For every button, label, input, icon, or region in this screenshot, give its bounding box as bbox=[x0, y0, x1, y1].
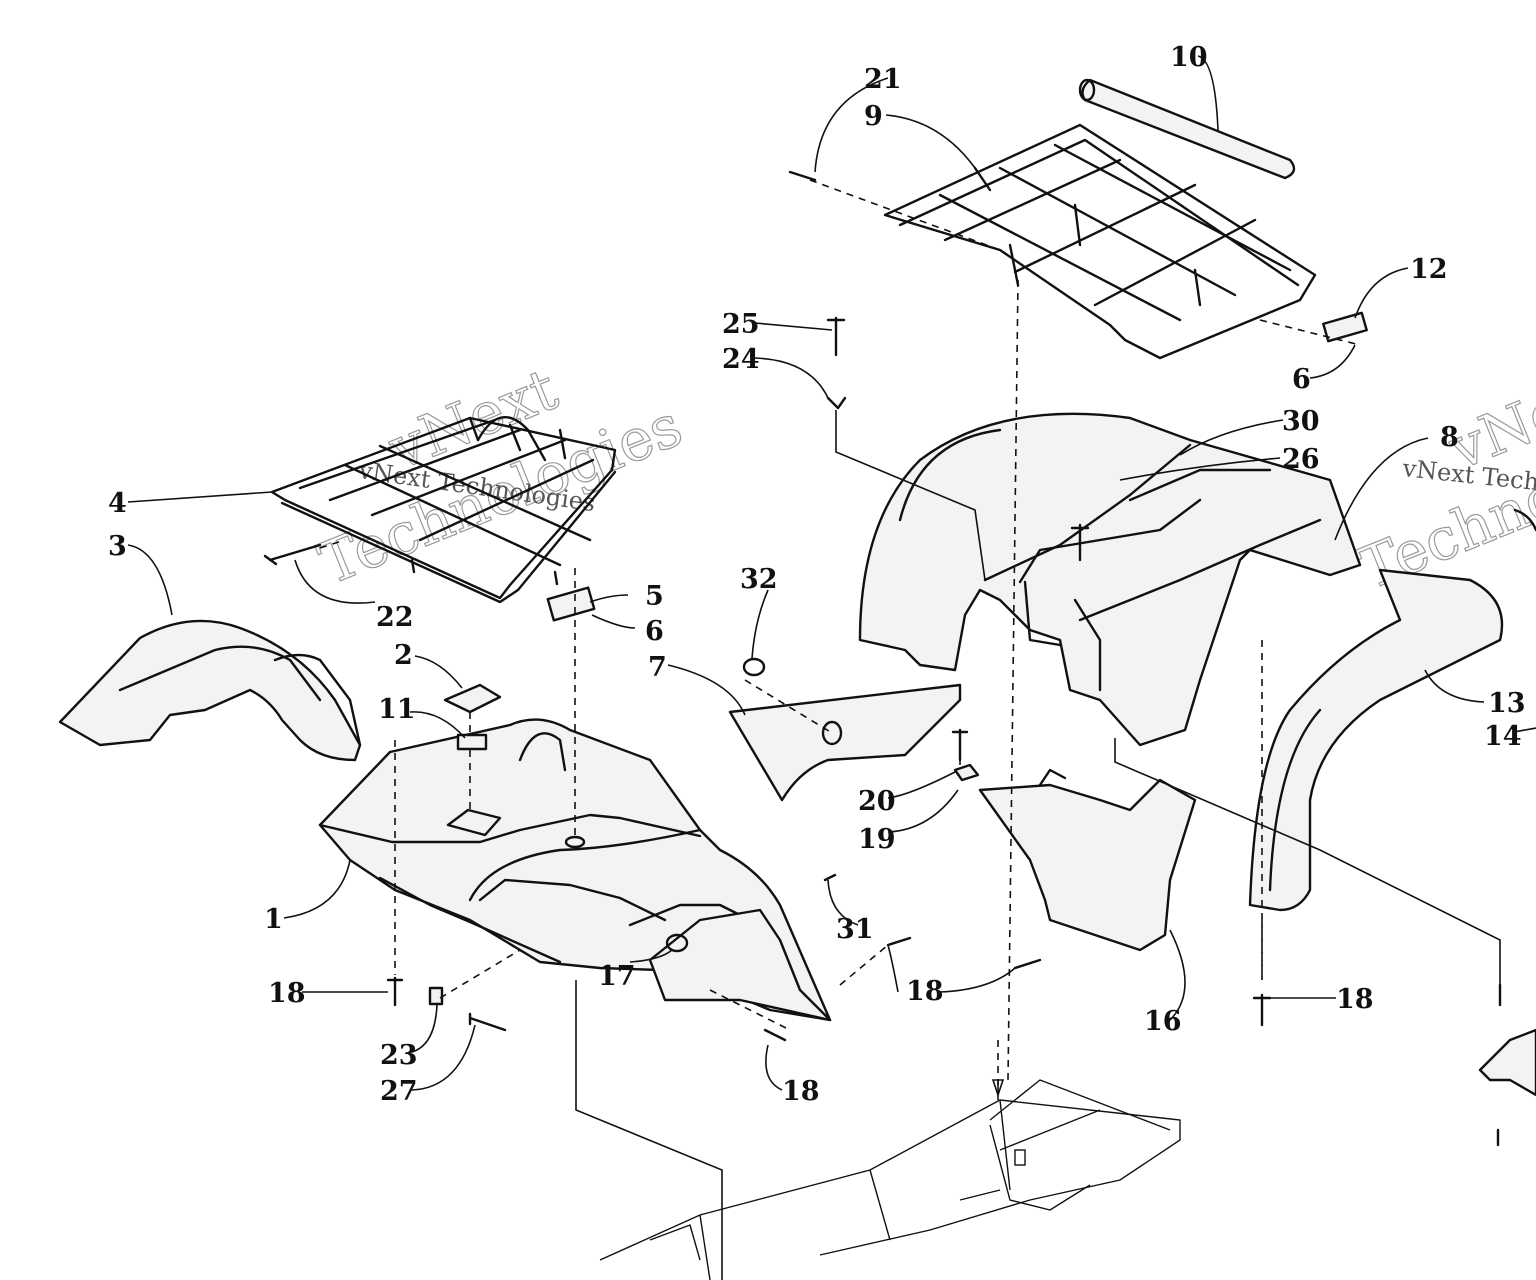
callout-27: 27 bbox=[380, 1076, 418, 1107]
rack-bracket-rear bbox=[1322, 311, 1368, 343]
callout-22: 22 bbox=[376, 602, 414, 633]
callout-9: 9 bbox=[864, 101, 883, 132]
washer-24 bbox=[826, 396, 847, 410]
mud-flap-right bbox=[978, 768, 1197, 952]
callout-19: 19 bbox=[858, 824, 896, 855]
callout-4: 4 bbox=[108, 488, 127, 519]
callout-18-left: 18 bbox=[268, 978, 306, 1009]
bolt-18-left bbox=[386, 976, 404, 1007]
callout-6-right: 6 bbox=[1292, 364, 1311, 395]
fuel-cap-cover bbox=[443, 683, 502, 714]
callout-18-mid: 18 bbox=[906, 976, 944, 1007]
callout-21: 21 bbox=[864, 64, 902, 95]
washer-19 bbox=[953, 763, 980, 782]
callout-14: 14 bbox=[1484, 721, 1522, 752]
washer-23 bbox=[428, 986, 444, 1006]
bolt-18-lower bbox=[763, 1028, 787, 1042]
callout-30: 30 bbox=[1282, 406, 1320, 437]
callout-24: 24 bbox=[722, 344, 760, 375]
reference-lines bbox=[575, 410, 1501, 1280]
bolt-20 bbox=[951, 728, 969, 762]
callout-32: 32 bbox=[740, 564, 778, 595]
right-fender-flare bbox=[1248, 568, 1504, 912]
callout-2: 2 bbox=[394, 640, 413, 671]
rack-bracket bbox=[546, 586, 596, 622]
callout-3: 3 bbox=[108, 531, 127, 562]
grommet-32 bbox=[742, 657, 766, 677]
bolt-25 bbox=[826, 316, 846, 357]
rear-rack bbox=[883, 123, 1317, 360]
bracket-partial bbox=[1478, 1028, 1536, 1097]
bolt-18-right bbox=[1013, 958, 1042, 970]
bolt-18-mid bbox=[886, 936, 912, 947]
callout-25: 25 bbox=[722, 309, 760, 340]
assembly-lines bbox=[319, 179, 1361, 1085]
front-rack bbox=[270, 415, 617, 604]
callout-6-left: 6 bbox=[645, 616, 664, 647]
mud-guard bbox=[648, 908, 832, 1022]
bolt-27 bbox=[468, 1012, 507, 1032]
callout-17: 17 bbox=[598, 961, 636, 992]
callout-5: 5 bbox=[645, 581, 664, 612]
callout-10: 10 bbox=[1170, 42, 1208, 73]
watermark-right: vNext Technologies vNext Technologies bbox=[1349, 354, 1536, 603]
bolt-31 bbox=[823, 873, 837, 882]
callout-18-lower: 18 bbox=[782, 1076, 820, 1107]
bolt-21 bbox=[788, 170, 817, 182]
bolt-partial bbox=[1496, 983, 1502, 1147]
callout-12: 12 bbox=[1410, 254, 1448, 285]
side-panel bbox=[728, 683, 962, 802]
callout-11: 11 bbox=[378, 694, 416, 725]
bolt-18-far-right bbox=[1252, 993, 1272, 1027]
bolt-22 bbox=[263, 543, 322, 566]
rack-pad bbox=[1078, 78, 1296, 180]
frame bbox=[599, 1079, 1181, 1280]
callout-13: 13 bbox=[1488, 688, 1526, 719]
callouts: 10 21 9 12 25 24 6 30 8 26 4 3 22 32 5 6… bbox=[108, 42, 1526, 1107]
callout-18-right: 18 bbox=[1336, 984, 1374, 1015]
callout-26: 26 bbox=[1282, 444, 1320, 475]
callout-1: 1 bbox=[264, 904, 283, 935]
callout-8: 8 bbox=[1440, 422, 1459, 453]
left-fender-flare bbox=[58, 619, 362, 762]
callout-31: 31 bbox=[836, 914, 874, 945]
callout-23: 23 bbox=[380, 1040, 418, 1071]
leader-lines bbox=[127, 55, 1536, 1091]
callout-7: 7 bbox=[648, 652, 667, 683]
clip-11 bbox=[456, 733, 488, 751]
callout-20: 20 bbox=[858, 786, 896, 817]
fender-partial bbox=[1513, 508, 1536, 532]
callout-16: 16 bbox=[1144, 1006, 1182, 1037]
rear-fender-right bbox=[858, 412, 1362, 747]
fastener-26 bbox=[1070, 523, 1090, 562]
